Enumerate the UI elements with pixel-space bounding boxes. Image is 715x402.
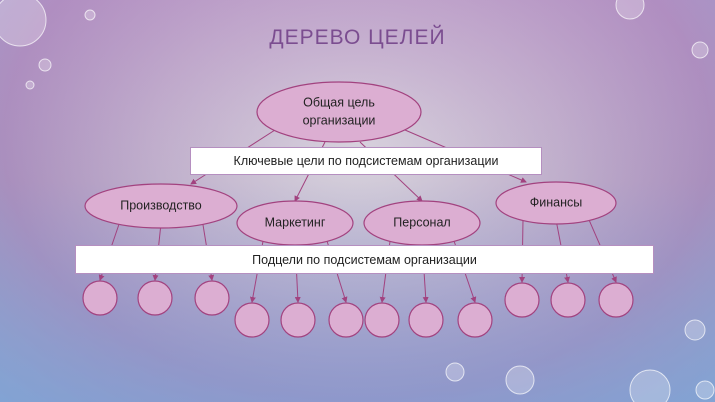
subsystem-production: Производство xyxy=(120,198,202,213)
subgoal-node-production-1 xyxy=(137,280,173,316)
subsystem-marketing: Маркетинг xyxy=(264,215,326,230)
subsystem-node-finance xyxy=(495,181,617,225)
root-line2: организации xyxy=(302,113,376,127)
key-goals-band: Ключевые цели по подсистемам организации xyxy=(190,147,542,175)
subsystem-finance: Финансы xyxy=(529,195,583,210)
subgoal-node-personnel-2 xyxy=(457,302,493,338)
subsystem-personnel: Персонал xyxy=(393,215,451,230)
subgoal-node-finance-1 xyxy=(550,282,586,318)
subgoals-band: Подцели по подсистемам организации xyxy=(75,245,654,274)
root-goal-label: Общая цель организации xyxy=(303,95,376,130)
subsystem-node-production xyxy=(84,183,238,229)
subgoal-node-production-0 xyxy=(82,280,118,316)
subgoal-node-personnel-1 xyxy=(408,302,444,338)
subgoal-node-marketing-2 xyxy=(328,302,364,338)
root-goal-node xyxy=(256,81,422,143)
subgoal-node-marketing-0 xyxy=(234,302,270,338)
root-line1: Общая цель xyxy=(303,95,375,110)
slide-title: ДЕРЕВО ЦЕЛЕЙ xyxy=(269,26,446,49)
subgoal-node-personnel-0 xyxy=(364,302,400,338)
subgoal-node-finance-2 xyxy=(598,282,634,318)
subgoal-node-marketing-1 xyxy=(280,302,316,338)
subgoal-node-finance-0 xyxy=(504,282,540,318)
subgoal-node-production-2 xyxy=(194,280,230,316)
